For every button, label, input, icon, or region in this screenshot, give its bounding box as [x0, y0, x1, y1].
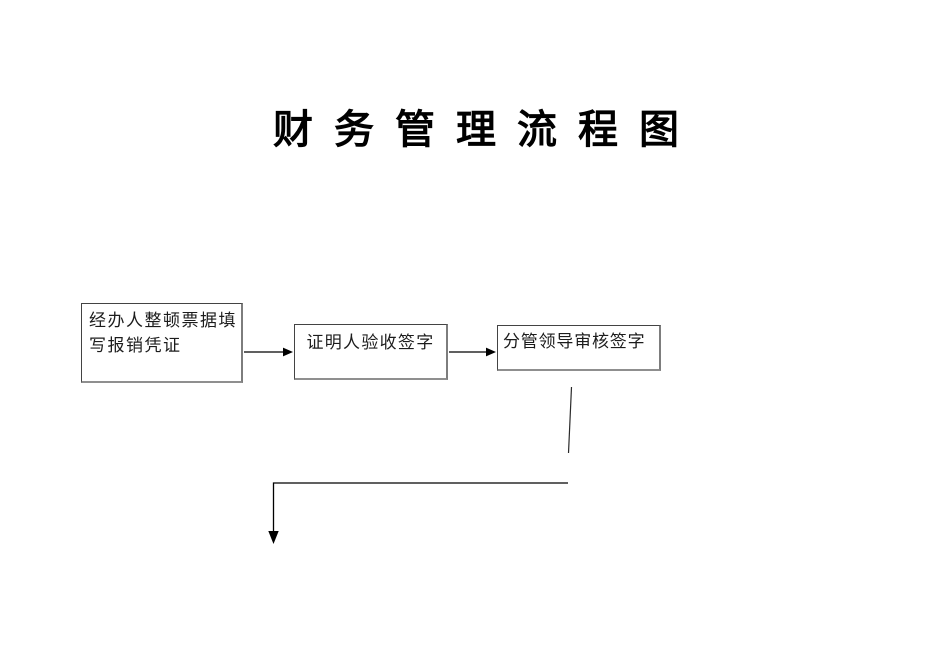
arrowhead-right-icon: [283, 347, 293, 357]
arrowhead-right-icon: [486, 347, 496, 357]
dangling-line-below-step3: [567, 386, 573, 454]
flow-step-witness-sign: 证明人验收签字: [294, 324, 448, 380]
flow-step-label: 证明人验收签字: [306, 333, 435, 352]
elbow-connector-line: [272, 482, 568, 532]
flow-step-label-line: 写报销凭证: [89, 336, 182, 355]
flow-step-leader-review: 分管领导审核签字: [497, 325, 661, 371]
flow-step-label: 分管领导审核签字: [503, 332, 646, 351]
arrowhead-down-icon: [268, 531, 279, 544]
flow-step-label-line: 经办人整顿票据填: [89, 311, 237, 330]
flow-step-prepare-voucher: 经办人整顿票据填 写报销凭证: [81, 303, 243, 383]
page-title: 财务管理流程图: [273, 108, 700, 152]
